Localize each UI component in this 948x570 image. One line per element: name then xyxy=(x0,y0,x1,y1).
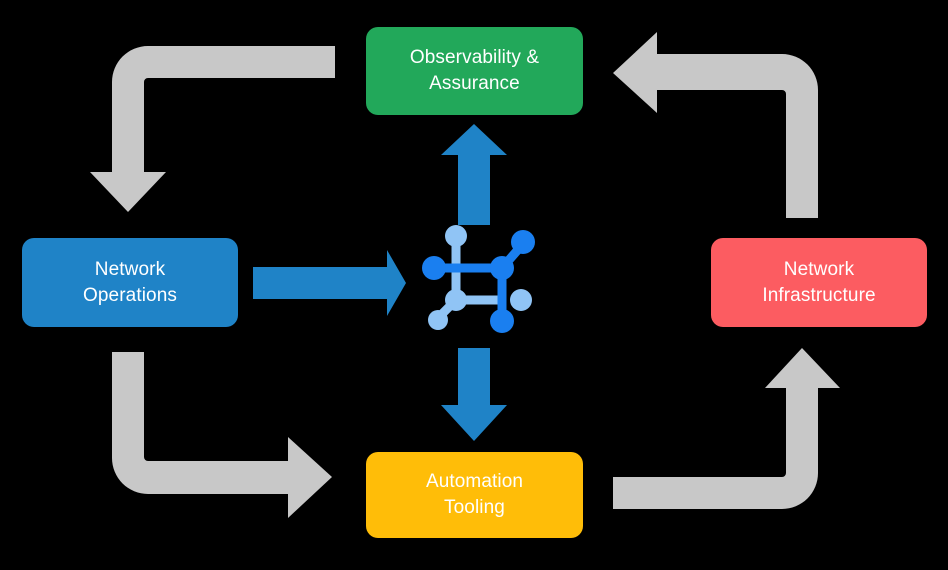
node-network-infrastructure[interactable]: Network Infrastructure xyxy=(711,238,927,327)
connector-automation-to-infrastructure xyxy=(613,348,840,509)
node-label-line1: Network xyxy=(94,258,166,280)
node-label-observability: Observability & Assurance xyxy=(410,45,539,96)
connector-operations-to-center xyxy=(253,250,406,316)
connector-observability-to-operations xyxy=(90,46,335,212)
node-label-line2: Assurance xyxy=(429,73,520,94)
node-label-operations: Network Operations xyxy=(83,257,177,308)
topology-light-nodes xyxy=(428,225,532,330)
connector-center-to-automation xyxy=(441,348,507,441)
connector-infrastructure-to-observability xyxy=(613,32,818,218)
connector-center-to-observability xyxy=(441,124,507,225)
node-label-automation: Automation Tooling xyxy=(426,469,523,520)
node-label-line1: Automation xyxy=(425,471,524,493)
topology-dark-nodes xyxy=(422,230,535,333)
node-network-operations[interactable]: Network Operations xyxy=(22,238,238,327)
node-label-line1: Observability & xyxy=(409,47,540,69)
node-label-line1: Network xyxy=(783,258,855,280)
network-topology-icon xyxy=(422,225,535,333)
node-label-line2: Tooling xyxy=(444,497,505,518)
topology-light-links xyxy=(431,233,507,323)
connector-operations-to-automation xyxy=(112,352,332,518)
node-observability-and-assurance[interactable]: Observability & Assurance xyxy=(366,27,583,115)
node-automation-tooling[interactable]: Automation Tooling xyxy=(366,452,583,538)
node-label-line2: Operations xyxy=(83,284,177,306)
node-label-line2: Infrastructure xyxy=(762,284,876,306)
node-label-infrastructure: Network Infrastructure xyxy=(762,257,875,308)
